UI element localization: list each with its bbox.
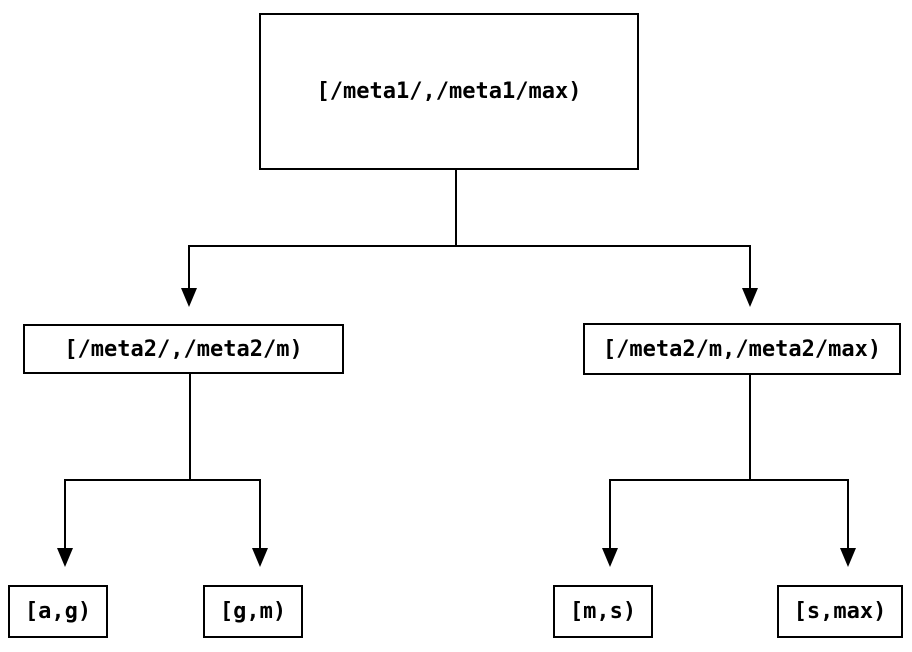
arrow-down-icon — [602, 548, 618, 567]
tree-leaf-s-max: [s,max) — [777, 585, 903, 638]
connector-root-stem — [455, 169, 457, 246]
connector-level1-left-drop — [188, 245, 190, 289]
connector-level1-branch — [188, 245, 751, 247]
tree-node-meta2-right-label: [/meta2/m,/meta2/max) — [602, 336, 882, 362]
connector-left-subtree-branch — [64, 479, 261, 481]
connector-right-subtree-right-drop — [847, 479, 849, 549]
tree-leaf-m-s-label: [m,s) — [569, 599, 637, 624]
tree-leaf-a-g-label: [a,g) — [24, 599, 92, 624]
connector-level1-right-drop — [749, 245, 751, 289]
arrow-down-icon — [181, 288, 197, 307]
arrow-down-icon — [57, 548, 73, 567]
arrow-down-icon — [742, 288, 758, 307]
tree-leaf-m-s: [m,s) — [553, 585, 653, 638]
tree-node-meta2-left-label: [/meta2/,/meta2/m) — [64, 336, 303, 362]
arrow-down-icon — [840, 548, 856, 567]
tree-leaf-s-max-label: [s,max) — [793, 599, 887, 624]
tree-leaf-g-m-label: [g,m) — [219, 599, 287, 624]
connector-left-subtree-left-drop — [64, 479, 66, 549]
connector-right-subtree-branch — [609, 479, 849, 481]
connector-left-subtree-right-drop — [259, 479, 261, 549]
arrow-down-icon — [252, 548, 268, 567]
connector-right-subtree-left-drop — [609, 479, 611, 549]
connector-right-node-stem — [749, 374, 751, 481]
tree-node-meta2-left: [/meta2/,/meta2/m) — [23, 324, 344, 374]
tree-node-root: [/meta1/,/meta1/max) — [259, 13, 639, 170]
tree-leaf-g-m: [g,m) — [203, 585, 303, 638]
tree-node-root-label: [/meta1/,/meta1/max) — [316, 79, 582, 104]
tree-node-meta2-right: [/meta2/m,/meta2/max) — [583, 323, 901, 375]
connector-left-node-stem — [189, 373, 191, 481]
tree-leaf-a-g: [a,g) — [8, 585, 108, 638]
